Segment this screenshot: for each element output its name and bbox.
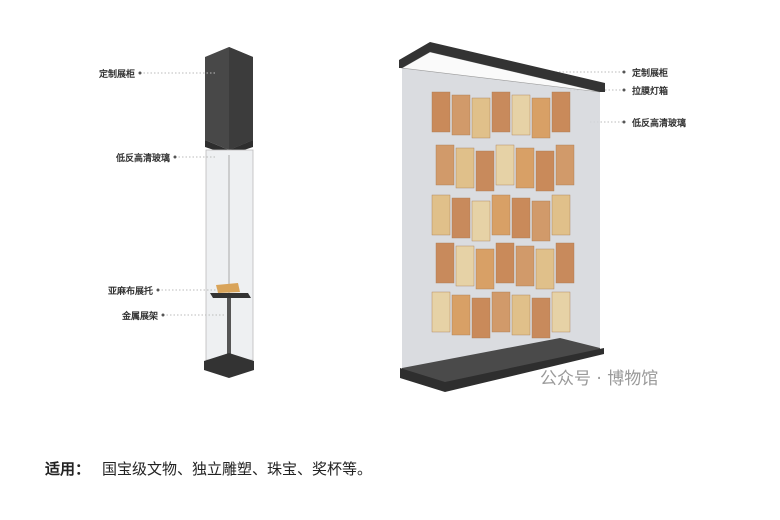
document-paper [451,94,471,136]
document-paper [531,200,551,242]
document-paper [511,294,531,336]
document-paper [531,297,551,339]
footer-title: 适用： [45,460,91,478]
document-paper [551,194,571,236]
label-custom-cabinet-right: 定制展柜 [632,69,669,79]
document-paper [491,291,511,333]
document-paper [511,94,531,136]
document-paper [431,291,451,333]
document-paper [535,248,555,290]
document-paper [491,194,511,236]
document-paper [455,245,475,287]
document-paper [551,291,571,333]
document-paper [451,197,471,239]
document-paper [495,144,515,186]
watermark: 公众号 · 博物馆 [540,369,659,389]
document-paper [475,150,495,192]
document-paper [495,242,515,284]
document-paper [431,194,451,236]
document-paper [475,248,495,290]
document-paper [431,91,451,133]
document-paper [531,97,551,139]
document-paper [435,242,455,284]
document-paper [511,197,531,239]
document-paper [555,242,575,284]
left-leader-lines [140,71,624,316]
wall-display-case [399,42,605,392]
document-paper [471,97,491,139]
document-paper [471,200,491,242]
document-paper [471,297,491,339]
document-paper [535,150,555,192]
document-paper [551,91,571,133]
document-paper [491,91,511,133]
document-paper [455,147,475,189]
label-metal-stand: 金属展架 [121,312,158,322]
label-lightbox: 拉膜灯箱 [632,87,669,97]
document-paper [451,294,471,336]
label-linen-tray: 亚麻布展托 [107,287,153,297]
document-paper [435,144,455,186]
document-paper [555,144,575,186]
label-custom-cabinet-left: 定制展柜 [98,70,135,80]
footer-text: 国宝级文物、独立雕塑、珠宝、奖杯等。 [102,460,373,478]
document-paper [515,245,535,287]
tall-display-case [204,47,254,378]
footer-note: 适用： 国宝级文物、独立雕塑、珠宝、奖杯等。 [45,458,372,479]
label-low-reflect-glass-right: 低反高清玻璃 [632,119,687,129]
document-papers [431,91,575,339]
document-paper [515,147,535,189]
label-low-reflect-glass-left: 低反高清玻璃 [115,154,170,164]
